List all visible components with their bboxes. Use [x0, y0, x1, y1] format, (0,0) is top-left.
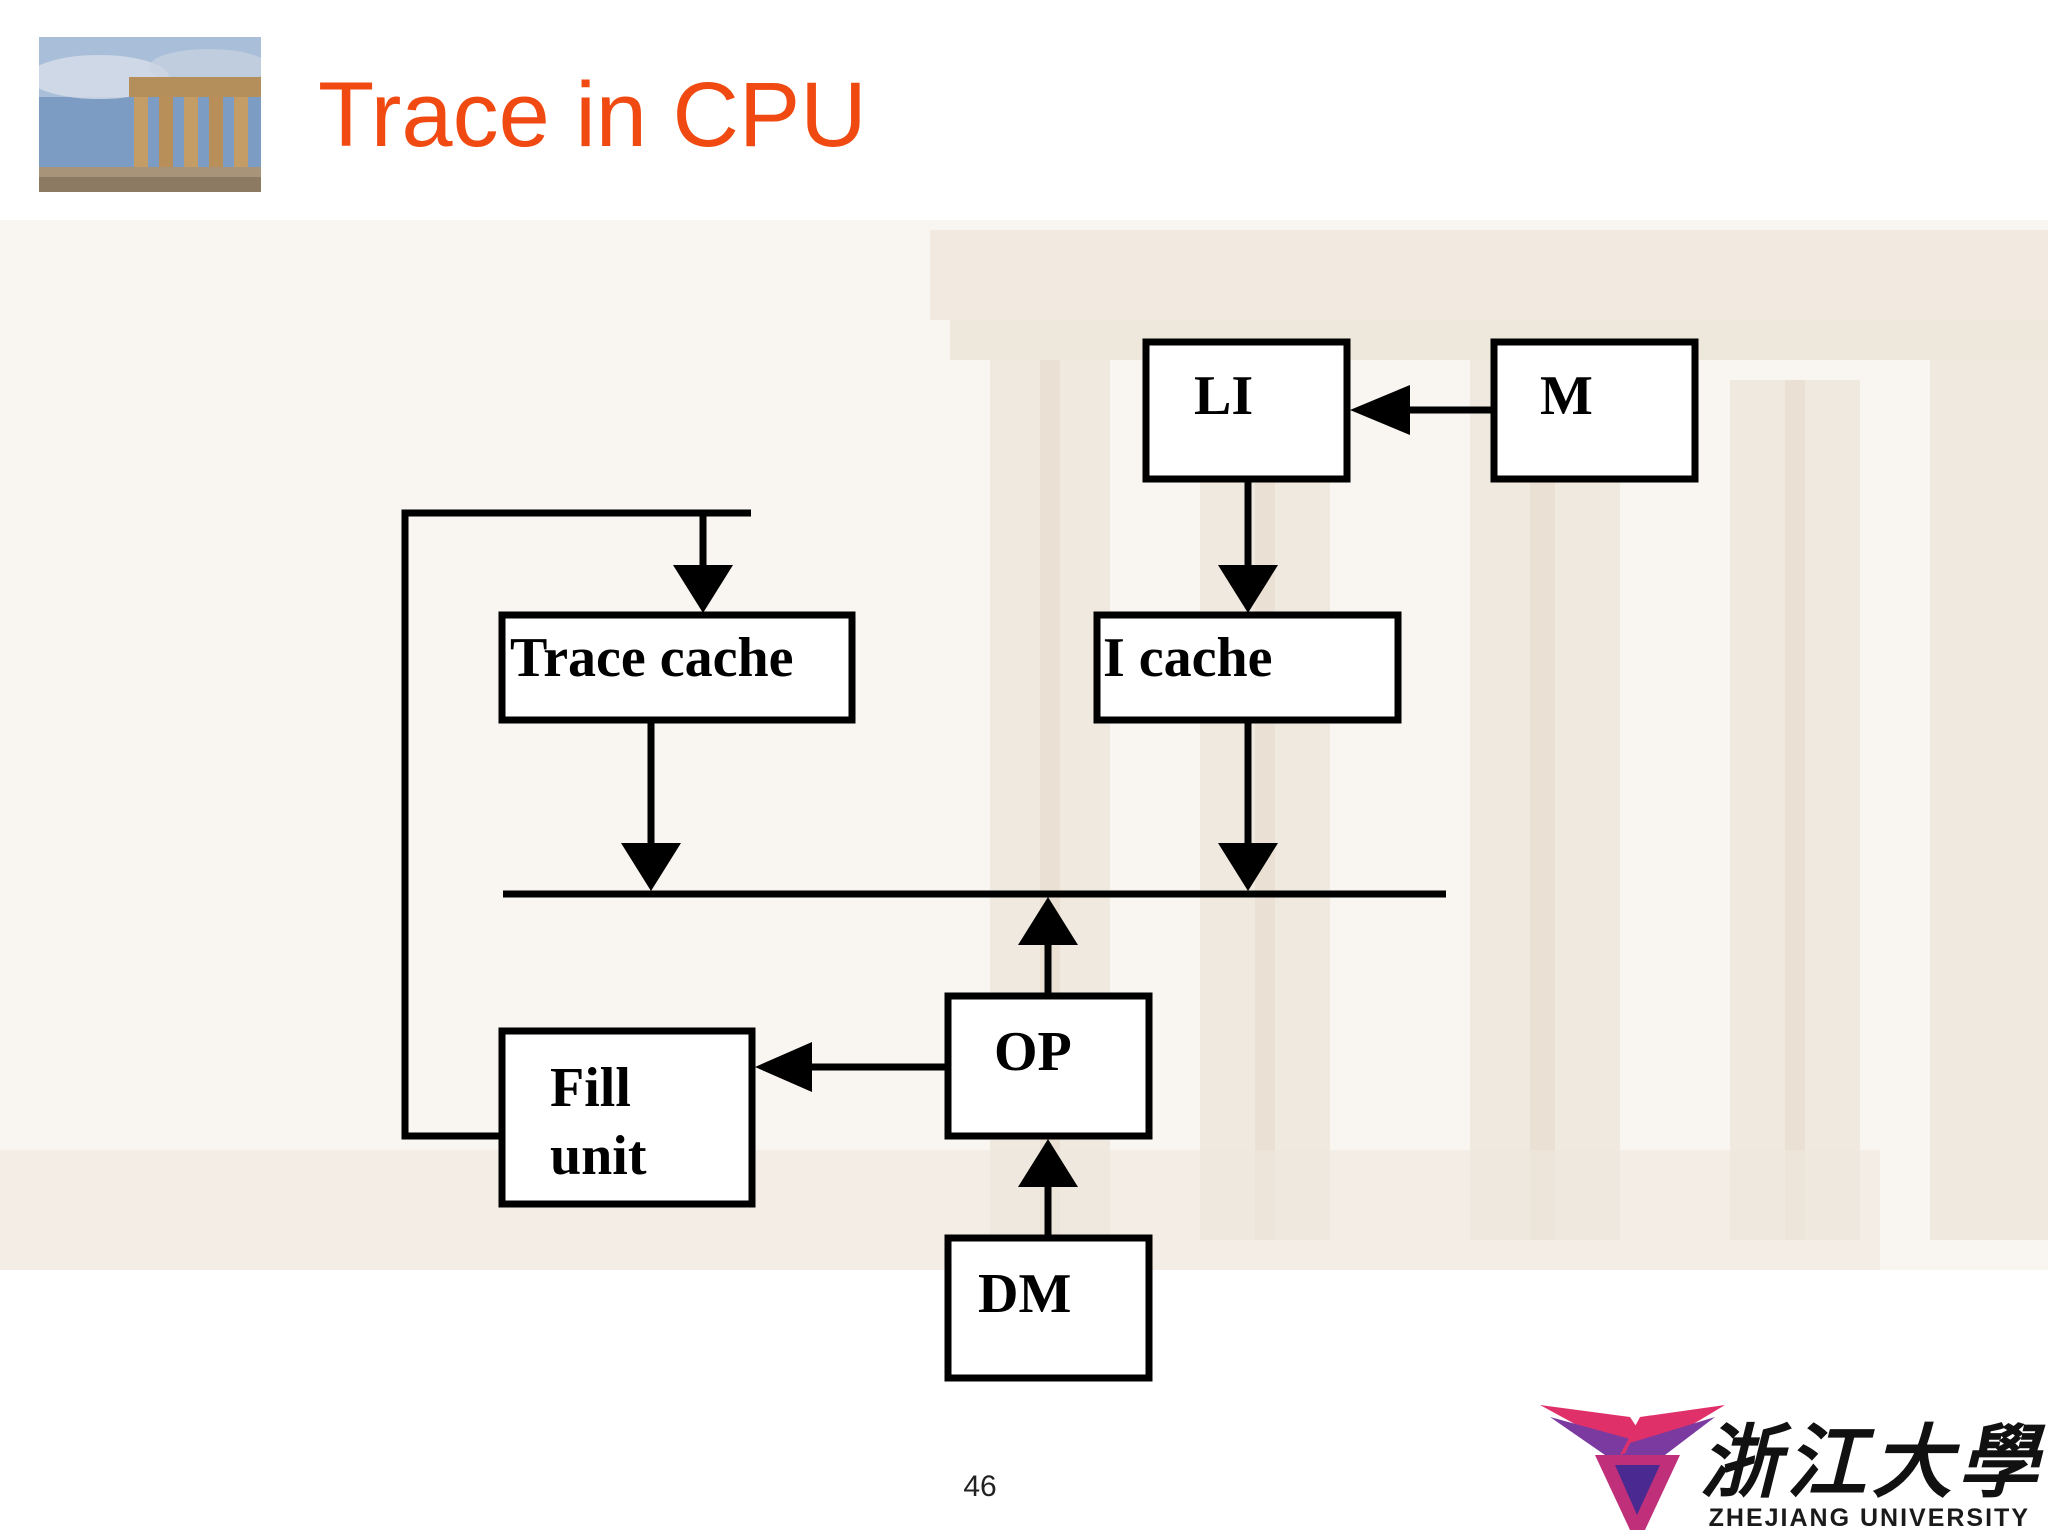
- arrowhead-l1-to-icache: [1218, 565, 1278, 613]
- arrowhead-dm-to-op: [1018, 1139, 1078, 1187]
- m-label: M: [1540, 365, 1593, 427]
- arrowhead-op-to-fillunit: [755, 1042, 812, 1092]
- slide-title: Trace in CPU: [318, 64, 867, 166]
- zhejiang-university-logo-emblem: [1540, 1405, 1725, 1530]
- temple-thumbnail-image: [39, 37, 261, 192]
- arrowhead-op-to-bus: [1018, 897, 1078, 945]
- trace-cache-box: [498, 611, 856, 724]
- m-box: [1490, 338, 1699, 483]
- university-name-chinese: 浙江大學: [1700, 1415, 2044, 1509]
- op-label: OP: [994, 1021, 1072, 1083]
- fill-unit-label-line2: unit: [550, 1125, 647, 1187]
- fillunit-feedback-loop: [401, 509, 751, 1140]
- arrowhead-m-to-l1: [1350, 385, 1410, 435]
- page-number: 46: [963, 1470, 997, 1503]
- fill-unit-label-line1: Fill: [550, 1057, 631, 1119]
- arrowhead-feedback-to-tracecache: [673, 565, 733, 613]
- dm-label: DM: [978, 1263, 1071, 1325]
- l1-box: [1142, 338, 1351, 483]
- arrowhead-icache-to-bus: [1218, 843, 1278, 891]
- university-name-english: ZHEJIANG UNIVERSITY: [1708, 1504, 2030, 1532]
- op-box: [944, 992, 1153, 1140]
- arrowhead-tracecache-to-bus: [621, 843, 681, 891]
- fill-unit-box: [498, 1027, 756, 1208]
- l1-label: LI: [1194, 365, 1253, 427]
- i-cache-label: I cache: [1103, 627, 1273, 689]
- trace-cache-label: Trace cache: [510, 627, 793, 689]
